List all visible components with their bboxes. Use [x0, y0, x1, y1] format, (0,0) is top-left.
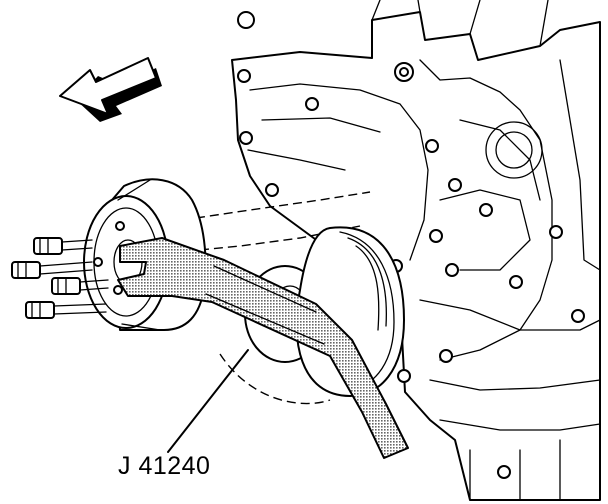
- block-bolts: [237, 11, 585, 479]
- engine-block: [231, 0, 601, 501]
- callout-leader-line: [167, 349, 249, 453]
- tool-callout-label: J 41240: [118, 452, 211, 480]
- holding-tool: [117, 237, 409, 459]
- removal-direction-arrow-icon: [59, 57, 162, 122]
- balancer-bolts: [11, 237, 109, 319]
